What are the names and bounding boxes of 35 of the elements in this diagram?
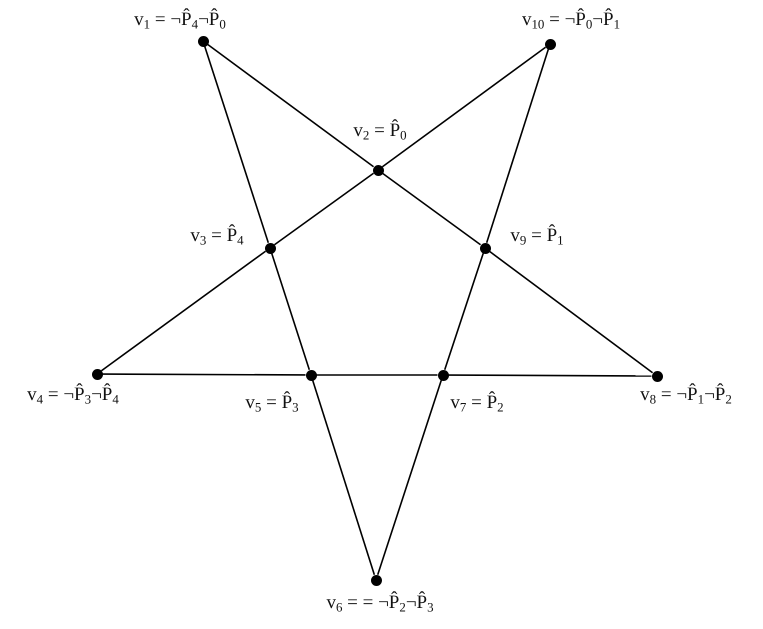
vertex-label: v$_{1}$ = ¬P̂$_{4}$¬P̂$_{0}$ [134, 8, 226, 32]
edge-line [376, 380, 442, 576]
vertex-dot [544, 38, 556, 50]
vertex-label: v$_{3}$ = P̂$_{4}$ [190, 224, 244, 248]
edge-line [316, 374, 438, 376]
vertex-dot [370, 574, 382, 586]
vertex-dot [652, 370, 662, 382]
vertex-dot [372, 164, 384, 176]
edge-line [274, 172, 374, 246]
edge-line [312, 380, 376, 575]
vertex-dot [198, 36, 208, 46]
edge-line [206, 44, 374, 168]
edge-line [488, 250, 654, 374]
edge-line [100, 250, 266, 372]
edge-line [102, 373, 306, 376]
edge-line [448, 374, 652, 377]
vertex-label: v$_{9}$ = P̂$_{1}$ [510, 224, 564, 248]
vertex-dot [480, 242, 490, 254]
edge-line [444, 252, 484, 370]
vertex-dot [438, 370, 448, 380]
vertex-label: v$_{6}$ = = ¬P̂$_{2}$¬P̂$_{3}$ [326, 591, 434, 615]
vertex-label: v$_{8}$ = ¬P̂$_{1}$¬P̂$_{2}$ [640, 383, 732, 407]
vertex-label: v$_{2}$ = P̂$_{0}$ [353, 119, 407, 143]
edge-line [204, 46, 270, 244]
vertex-dot [306, 370, 316, 380]
edge-line [382, 46, 546, 168]
vertex-label: v$_{5}$ = P̂$_{3}$ [245, 391, 299, 415]
vertex-label: v$_{4}$ = ¬P̂$_{3}$¬P̂$_{4}$ [27, 383, 119, 407]
vertex-dot [92, 368, 102, 380]
vertex-label: v$_{10}$ = ¬P̂$_{0}$¬P̂$_{1}$ [522, 8, 620, 32]
vertex-label: v$_{7}$ = P̂$_{2}$ [450, 391, 504, 415]
edge-line [270, 252, 310, 370]
edge-line [382, 172, 482, 246]
edge-line [486, 49, 550, 243]
vertex-dot [264, 242, 276, 254]
